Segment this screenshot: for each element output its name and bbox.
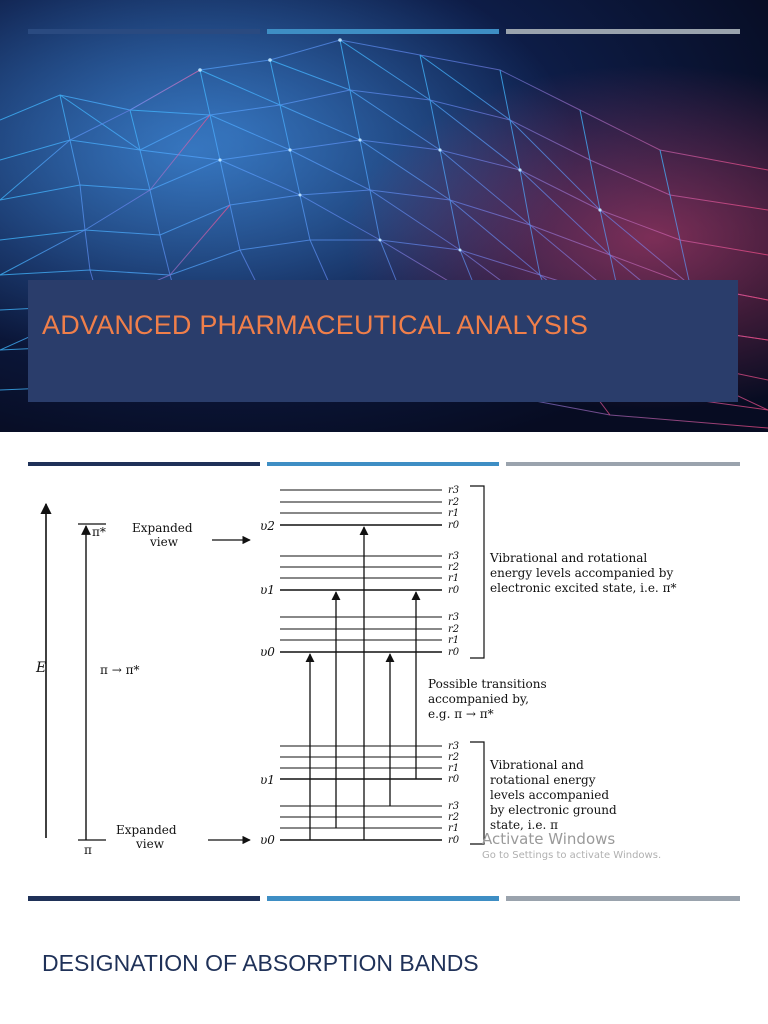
r1-label: r1 [448, 635, 459, 646]
r1-label: r1 [448, 763, 459, 774]
r3-label: r3 [448, 485, 459, 496]
excited-text-line1: Vibrational and rotational [489, 551, 647, 565]
ground-text-line3: levels accompanied [490, 788, 609, 802]
activate-windows-watermark: Activate Windows [482, 830, 616, 848]
r2-label: r2 [448, 562, 459, 573]
r0-label: r0 [448, 774, 460, 785]
energy-level-diagram: E π* π π → π* Expanded view Expanded vie… [28, 466, 740, 858]
ground-text-line1: Vibrational and [489, 758, 584, 772]
ground-text-line5: state, i.e. π [490, 818, 558, 832]
transition-text-line3: e.g. π → π* [428, 707, 494, 721]
r0-label: r0 [448, 835, 460, 846]
content-slide: E π* π π → π* Expanded view Expanded vie… [0, 432, 768, 1024]
expanded-view-bottom-line2: view [135, 837, 165, 851]
accent-bar-dark [28, 29, 260, 34]
excited-text-line3: electronic excited state, i.e. π* [490, 581, 676, 595]
expanded-view-bottom-line1: Expanded [116, 823, 177, 837]
r3-label: r3 [448, 801, 459, 812]
excited-state-bracket [470, 485, 485, 659]
transition-label: π → π* [100, 663, 139, 677]
v1-lower-label: υ1 [260, 773, 275, 787]
accent-bar-gray [506, 462, 740, 467]
accent-bar-dark [28, 896, 260, 901]
pi-label: π [84, 843, 92, 857]
activate-windows-watermark-subtext: Go to Settings to activate Windows. [482, 850, 662, 861]
slide-title: ADVANCED PHARMACEUTICAL ANALYSIS [42, 310, 589, 340]
r3-label: r3 [448, 551, 459, 562]
r2-label: r2 [448, 752, 459, 763]
r1-label: r1 [448, 508, 459, 519]
r1-label: r1 [448, 823, 459, 834]
r2-label: r2 [448, 624, 459, 635]
ground-state-bracket [470, 741, 485, 845]
ground-text-line2: rotational energy [490, 773, 596, 787]
v2-label: υ2 [260, 519, 275, 533]
expanded-view-top-line1: Expanded [132, 521, 193, 535]
r0-label: r0 [448, 520, 460, 531]
v0-lower-label: υ0 [260, 833, 275, 847]
v0-upper-label: υ0 [260, 645, 275, 659]
energy-axis-label: E [35, 660, 46, 676]
slide-heading: DESIGNATION OF ABSORPTION BANDS [42, 950, 479, 976]
accent-bar-dark [28, 462, 260, 467]
accent-bar-mid [267, 29, 499, 34]
pi-star-label: π* [92, 525, 106, 539]
v1-upper-label: υ1 [260, 583, 275, 597]
expanded-view-top-line2: view [149, 535, 179, 549]
ground-text-line4: by electronic ground [490, 803, 617, 817]
r0-label: r0 [448, 585, 460, 596]
accent-bar-gray [506, 896, 740, 901]
title-box: ADVANCED PHARMACEUTICAL ANALYSIS [28, 280, 738, 402]
title-slide: ADVANCED PHARMACEUTICAL ANALYSIS [0, 0, 768, 432]
accent-bar-mid [267, 462, 499, 467]
transition-text-line1: Possible transitions [428, 677, 547, 691]
transition-text-line2: accompanied by, [428, 692, 529, 706]
accent-bar-mid [267, 896, 499, 901]
r0-label: r0 [448, 647, 460, 658]
r2-label: r2 [448, 812, 459, 823]
r3-label: r3 [448, 612, 459, 623]
r2-label: r2 [448, 497, 459, 508]
accent-bar-gray [506, 29, 740, 34]
r1-label: r1 [448, 573, 459, 584]
r3-label: r3 [448, 741, 459, 752]
excited-text-line2: energy levels accompanied by [490, 566, 673, 580]
